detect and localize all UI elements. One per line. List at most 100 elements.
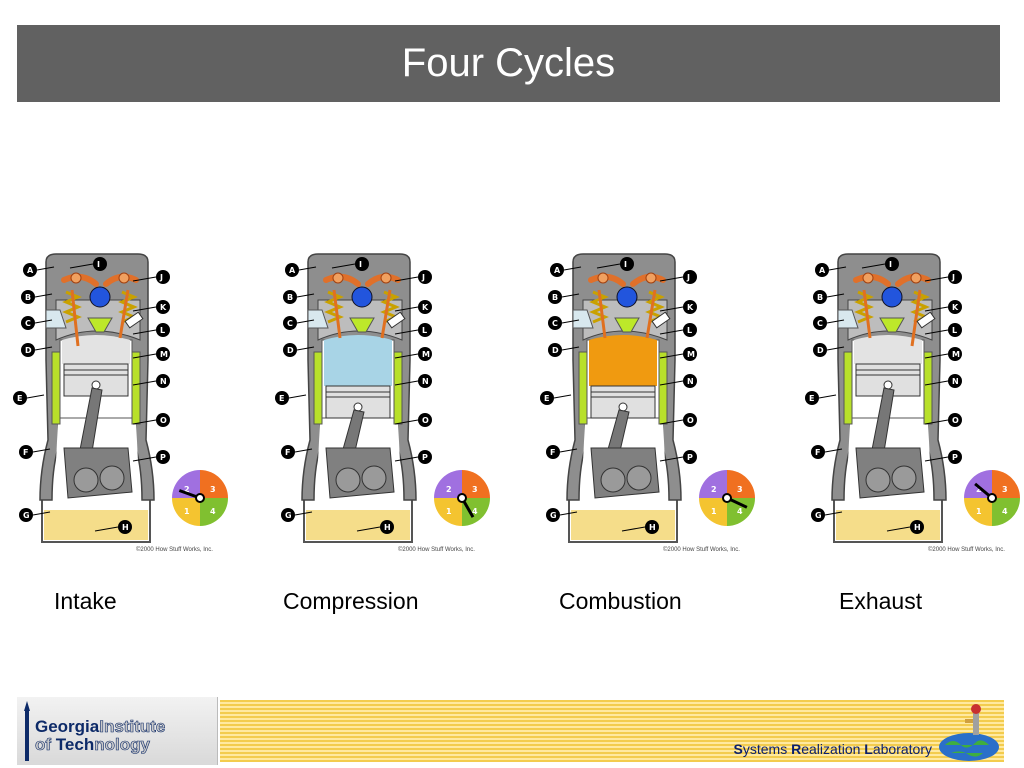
footer: GeorgiaInstitute of Technology Systems R… xyxy=(17,697,1004,765)
coolant-jacket-right xyxy=(658,351,668,425)
camshaft xyxy=(89,286,111,308)
svg-text:I: I xyxy=(624,260,627,269)
svg-text:E: E xyxy=(17,394,22,403)
svg-text:J: J xyxy=(421,273,425,282)
oil-pan xyxy=(836,510,940,540)
svg-text:A: A xyxy=(27,266,34,275)
oil-pan xyxy=(306,510,410,540)
svg-text:C: C xyxy=(817,319,823,328)
svg-text:L: L xyxy=(687,326,692,335)
svg-text:©2000 How Stuff Works, Inc.: ©2000 How Stuff Works, Inc. xyxy=(928,546,1005,553)
svg-text:C: C xyxy=(552,319,558,328)
coolant-jacket-left xyxy=(51,351,61,425)
title-bar: Four Cycles xyxy=(17,25,1000,102)
logo-word-nology: nology xyxy=(94,735,150,755)
svg-text:L: L xyxy=(422,326,427,335)
svg-text:1: 1 xyxy=(184,507,190,516)
camshaft xyxy=(616,286,638,308)
svg-text:B: B xyxy=(287,293,293,302)
svg-text:G: G xyxy=(23,511,30,520)
svg-text:B: B xyxy=(817,293,823,302)
svg-text:O: O xyxy=(952,416,959,425)
coolant-jacket-left xyxy=(843,351,853,425)
svg-text:A: A xyxy=(289,266,296,275)
svg-text:O: O xyxy=(160,416,167,425)
svg-text:F: F xyxy=(23,448,28,457)
svg-text:J: J xyxy=(686,273,690,282)
combustion-chamber xyxy=(62,335,130,364)
svg-text:N: N xyxy=(952,377,959,386)
srl-globe-logo xyxy=(939,704,999,761)
svg-text:M: M xyxy=(687,350,695,359)
svg-text:N: N xyxy=(160,377,167,386)
svg-text:L: L xyxy=(160,326,165,335)
logo-word-of: of xyxy=(35,735,56,755)
svg-text:I: I xyxy=(359,260,362,269)
page-title: Four Cycles xyxy=(401,41,616,85)
svg-text:3: 3 xyxy=(1002,485,1008,494)
svg-text:D: D xyxy=(817,346,824,355)
svg-text:C: C xyxy=(287,319,293,328)
svg-text:F: F xyxy=(285,448,290,457)
svg-text:2: 2 xyxy=(446,485,452,494)
svg-text:F: F xyxy=(550,448,555,457)
footer-stripe-band xyxy=(220,700,1004,762)
svg-text:P: P xyxy=(422,453,428,462)
svg-text:B: B xyxy=(25,293,31,302)
caption-exhaust: Exhaust xyxy=(839,588,923,614)
svg-text:G: G xyxy=(285,511,292,520)
svg-text:G: G xyxy=(550,511,557,520)
svg-text:E: E xyxy=(544,394,549,403)
svg-text:2: 2 xyxy=(976,485,982,494)
combustion-chamber xyxy=(589,335,657,386)
combustion-chamber xyxy=(324,335,392,386)
svg-text:4: 4 xyxy=(210,507,216,516)
svg-text:4: 4 xyxy=(1002,507,1008,516)
svg-text:A: A xyxy=(819,266,826,275)
svg-text:C: C xyxy=(25,319,31,328)
svg-text:2: 2 xyxy=(711,485,717,494)
svg-text:K: K xyxy=(160,303,167,312)
svg-text:P: P xyxy=(160,453,166,462)
logo-word-tech: Tech xyxy=(55,735,95,754)
svg-text:J: J xyxy=(951,273,955,282)
oil-pan xyxy=(44,510,148,540)
svg-text:E: E xyxy=(809,394,814,403)
logo-word-institute: Institute xyxy=(99,717,166,737)
caption-compression: Compression xyxy=(283,588,419,614)
coolant-jacket-left xyxy=(313,351,323,425)
svg-text:H: H xyxy=(384,523,391,532)
svg-text:©2000 How Stuff Works, Inc.: ©2000 How Stuff Works, Inc. xyxy=(398,546,475,553)
georgia-tech-logo: GeorgiaInstitute of Technology xyxy=(17,697,218,765)
svg-text:I: I xyxy=(889,260,892,269)
svg-text:H: H xyxy=(914,523,921,532)
coolant-jacket-right xyxy=(131,351,141,425)
svg-text:M: M xyxy=(422,350,430,359)
svg-text:3: 3 xyxy=(210,485,216,494)
lab-name: Systems Realization Laboratory xyxy=(733,741,932,757)
svg-text:M: M xyxy=(952,350,960,359)
svg-text:J: J xyxy=(159,273,163,282)
svg-text:4: 4 xyxy=(472,507,478,516)
svg-text:I: I xyxy=(97,260,100,269)
camshaft xyxy=(351,286,373,308)
oil-pan xyxy=(571,510,675,540)
svg-text:1: 1 xyxy=(446,507,452,516)
svg-text:2: 2 xyxy=(184,485,190,494)
svg-text:K: K xyxy=(952,303,959,312)
svg-text:K: K xyxy=(687,303,694,312)
svg-text:N: N xyxy=(687,377,694,386)
svg-text:H: H xyxy=(122,523,129,532)
coolant-jacket-right xyxy=(923,351,933,425)
svg-text:A: A xyxy=(554,266,561,275)
svg-text:D: D xyxy=(25,346,32,355)
svg-text:©2000 How Stuff Works, Inc.: ©2000 How Stuff Works, Inc. xyxy=(663,546,740,553)
svg-text:B: B xyxy=(552,293,558,302)
svg-text:H: H xyxy=(649,523,656,532)
svg-text:N: N xyxy=(422,377,429,386)
svg-text:P: P xyxy=(952,453,958,462)
